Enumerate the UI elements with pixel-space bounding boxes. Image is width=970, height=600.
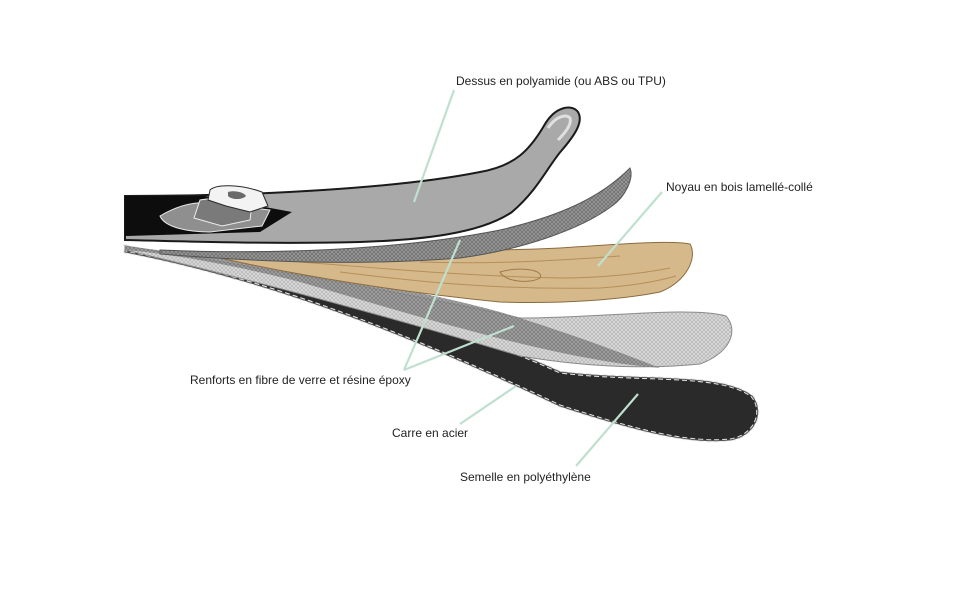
label-base: Semelle en polyéthylène	[460, 470, 591, 484]
topsheet-layer	[124, 106, 581, 244]
leader-core	[597, 191, 663, 267]
label-topsheet: Dessus en polyamide (ou ABS ou TPU)	[456, 74, 666, 88]
leader-lines	[402, 89, 663, 467]
label-core: Noyau en bois lamellé-collé	[666, 180, 813, 194]
leader-topsheet	[412, 89, 456, 203]
binding-icon	[193, 185, 269, 227]
leader-reinforcement-b	[403, 324, 515, 372]
upper-reinforcement-layer	[159, 167, 632, 263]
leader-reinforcement-a	[402, 239, 462, 371]
label-reinforcement: Renforts en fibre de verre et résine épo…	[190, 373, 411, 387]
leader-base	[575, 393, 639, 467]
leader-edge	[459, 385, 517, 425]
label-edge: Carre en acier	[392, 426, 469, 440]
mid-mesh-band	[125, 246, 660, 368]
